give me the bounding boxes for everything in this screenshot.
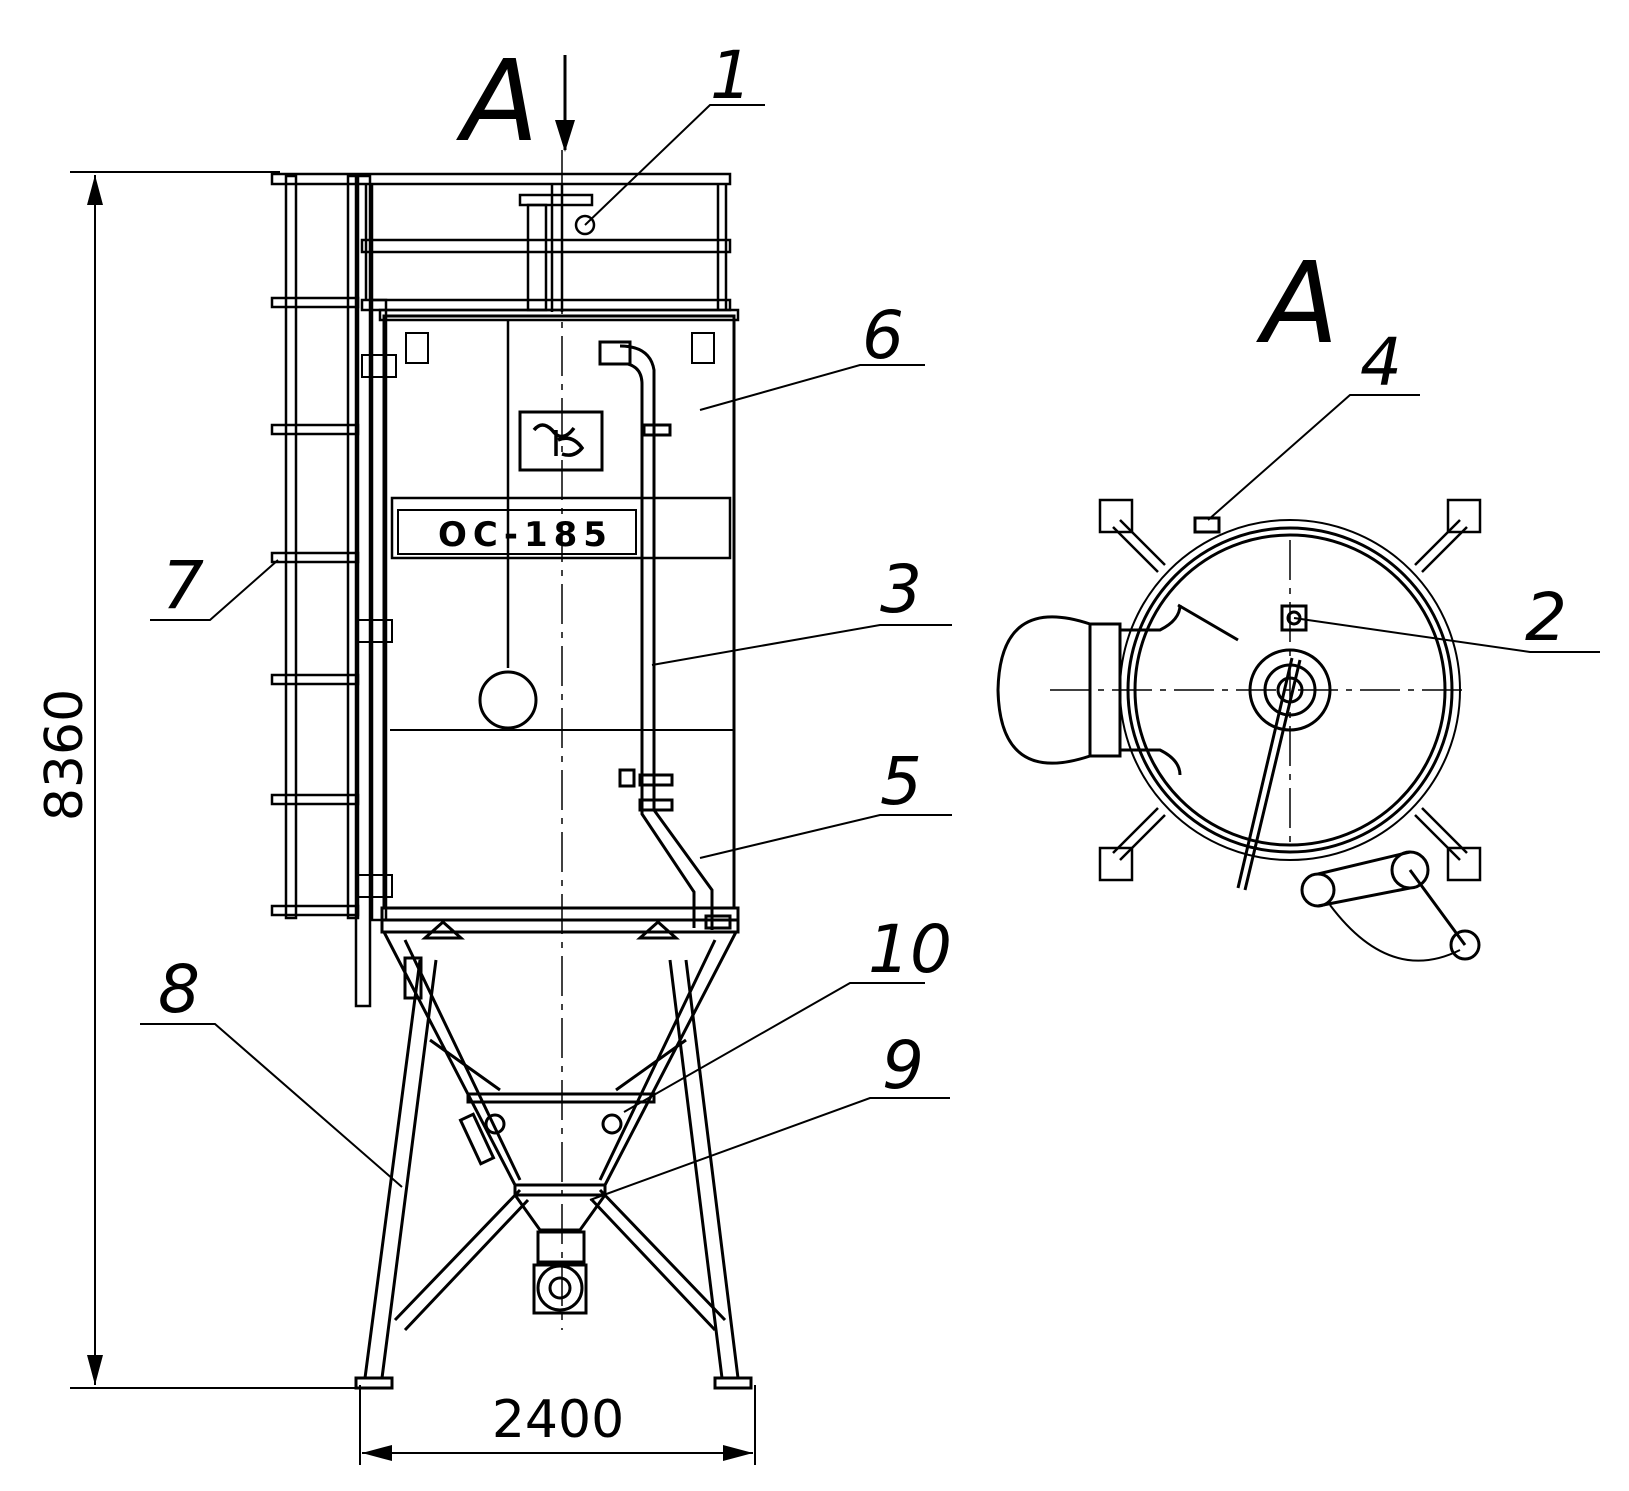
- callout-5: 5: [880, 743, 922, 820]
- overflow-pipe: [598, 340, 732, 930]
- callout-10: 10: [868, 911, 952, 988]
- callout-4: 4: [1360, 324, 1402, 401]
- hopper-cone: [382, 919, 738, 1315]
- callouts: 1 2 3 4 5 6 7 8 9 10: [158, 37, 1567, 1104]
- callout-7: 7: [162, 547, 204, 624]
- leader-lines: [140, 104, 1600, 1201]
- bottom-ring: [380, 906, 740, 934]
- tank-body: [378, 150, 740, 1330]
- height-dimension: [70, 171, 370, 1389]
- height-dimension-text: 8360: [35, 689, 95, 821]
- pull-ring: [478, 320, 538, 730]
- section-label-view: А: [1256, 239, 1339, 369]
- callout-1: 1: [710, 37, 752, 114]
- nameplate-text: ОС-185: [438, 515, 613, 555]
- nameplate-band: [390, 496, 732, 560]
- top-railing: [270, 172, 732, 312]
- width-dimension-text: 2400: [492, 1390, 624, 1450]
- callout-2: 2: [1525, 579, 1567, 656]
- section-arrow: [555, 55, 575, 152]
- width-dimension: [359, 1385, 756, 1465]
- section-label-front: А: [456, 37, 539, 167]
- callout-9: 9: [882, 1027, 924, 1104]
- callout-3: 3: [880, 551, 922, 628]
- top-valve: [574, 214, 596, 236]
- callout-6: 6: [862, 297, 904, 374]
- callout-8: 8: [158, 951, 200, 1028]
- support-legs: [354, 956, 753, 1390]
- plan-view: [996, 498, 1482, 962]
- logo-plate: [518, 410, 604, 472]
